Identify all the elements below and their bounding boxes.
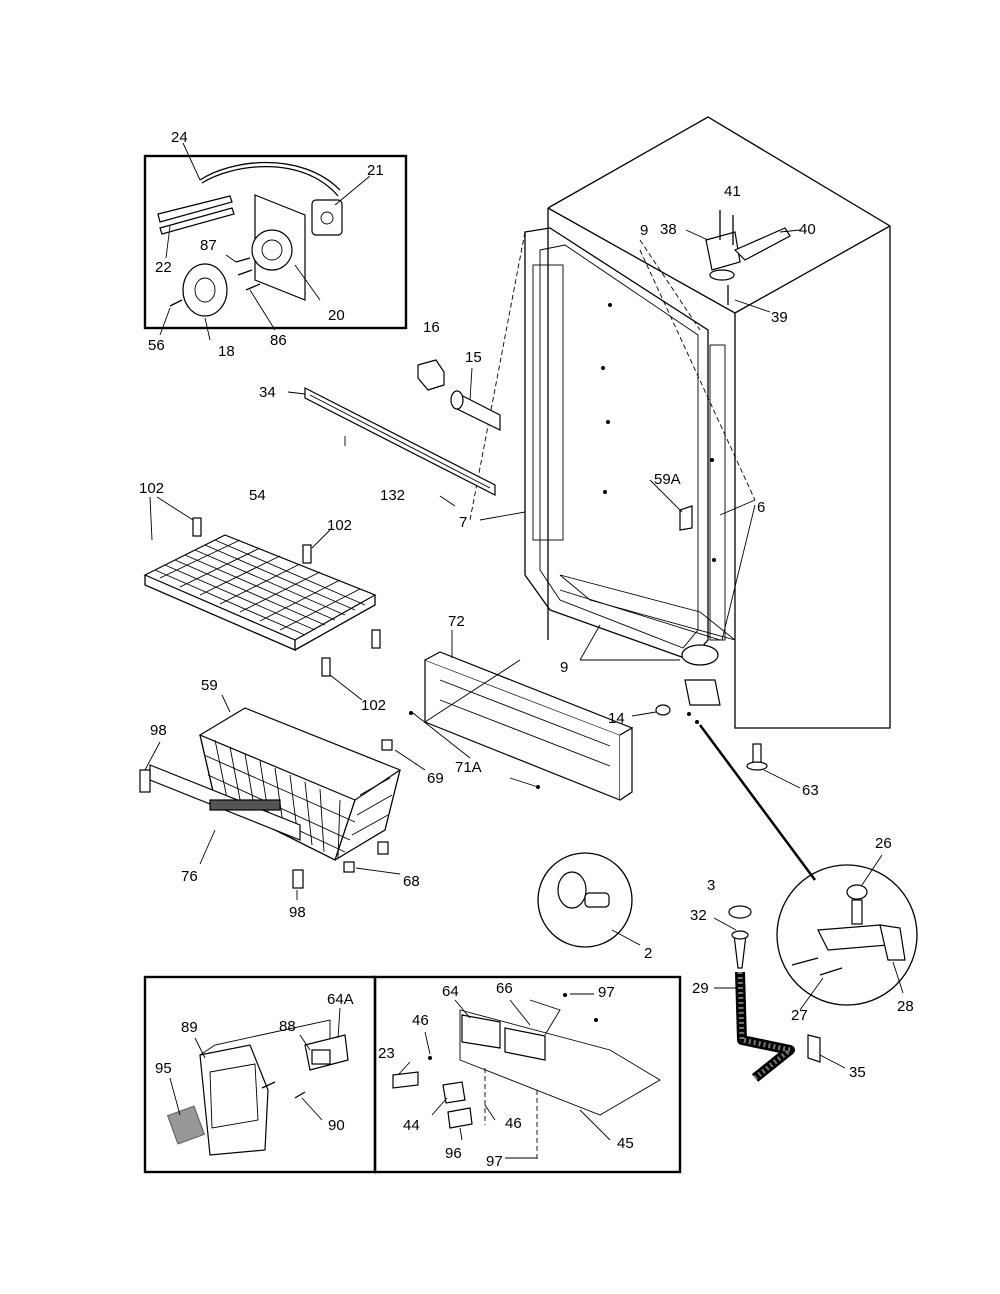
callout-86: 86: [270, 332, 287, 349]
callout-95: 95: [155, 1060, 172, 1077]
basket-trim-76: [139, 741, 304, 900]
callout-71a: 71A: [455, 759, 482, 776]
callout-76: 76: [181, 868, 198, 885]
callout-16: 16: [423, 319, 440, 336]
callout-27: 27: [791, 1007, 808, 1024]
callout-35: 35: [849, 1064, 866, 1081]
callout-7: 7: [459, 514, 467, 531]
callout-96: 96: [445, 1145, 462, 1162]
callout-46-right: 46: [505, 1115, 522, 1132]
callout-90: 90: [328, 1117, 345, 1134]
detail-circle-2: [537, 852, 641, 948]
callout-66: 66: [496, 980, 513, 997]
callout-45: 45: [617, 1135, 634, 1152]
callout-88: 88: [279, 1018, 296, 1035]
callout-39: 39: [771, 309, 788, 326]
hinge-screws-14: [631, 704, 699, 724]
callout-102-top: 102: [139, 480, 164, 497]
callout-102-right: 102: [327, 517, 352, 534]
callout-22: 22: [155, 259, 172, 276]
callout-69: 69: [427, 770, 444, 787]
callout-26: 26: [875, 835, 892, 852]
callout-89: 89: [181, 1019, 198, 1036]
leveling-leg-63: [746, 743, 801, 789]
callout-98-bottom: 98: [289, 904, 306, 921]
light-socket-16: [417, 359, 445, 391]
detail-circle-hinge: [698, 724, 918, 1011]
callout-28: 28: [897, 998, 914, 1015]
callout-34: 34: [259, 384, 276, 401]
callout-38: 38: [660, 221, 677, 238]
callout-6: 6: [757, 499, 765, 516]
light-bulb-15: [450, 367, 501, 431]
callout-23: 23: [378, 1045, 395, 1062]
wire-basket-59: [198, 694, 426, 875]
callout-87: 87: [200, 237, 217, 254]
callout-15: 15: [465, 349, 482, 366]
callout-56: 56: [148, 337, 165, 354]
callout-14: 14: [608, 710, 625, 727]
callout-44: 44: [403, 1117, 420, 1134]
drawer-front-72: [409, 630, 634, 801]
callout-32: 32: [690, 907, 707, 924]
callout-59: 59: [201, 677, 218, 694]
callout-98-top: 98: [150, 722, 167, 739]
callout-97-top: 97: [598, 984, 615, 1001]
callout-64: 64: [442, 983, 459, 1000]
callout-24: 24: [171, 129, 188, 146]
callout-29: 29: [692, 980, 709, 997]
callout-64a: 64A: [327, 991, 354, 1008]
callout-97-bottom: 97: [486, 1153, 503, 1170]
callout-68: 68: [403, 873, 420, 890]
wire-shelf-54: [143, 496, 381, 701]
clip-59a: [649, 479, 693, 531]
drain-hose-assembly: [713, 905, 846, 1082]
callout-132: 132: [380, 487, 405, 504]
callout-20: 20: [328, 307, 345, 324]
callout-102-bottom: 102: [361, 697, 386, 714]
callout-72: 72: [448, 613, 465, 630]
control-panel-inset-right: [373, 975, 682, 1174]
callout-labels: 24 21 22 87 20 56 18 86 16 15 34 132 7 1…: [139, 129, 914, 1170]
callout-3: 3: [707, 877, 715, 894]
shelf-support-34: [287, 387, 496, 507]
callout-2: 2: [644, 945, 652, 962]
callout-40: 40: [799, 221, 816, 238]
callout-9-top: 9: [640, 222, 648, 239]
callout-46-left: 46: [412, 1012, 429, 1029]
callout-63: 63: [802, 782, 819, 799]
callout-41: 41: [724, 183, 741, 200]
callout-59a: 59A: [654, 471, 681, 488]
callout-9-bottom: 9: [560, 659, 568, 676]
callout-18: 18: [218, 343, 235, 360]
callout-21: 21: [367, 162, 384, 179]
cabinet-body: [469, 116, 891, 729]
fan-motor-inset: [143, 142, 408, 341]
callout-54: 54: [249, 487, 266, 504]
